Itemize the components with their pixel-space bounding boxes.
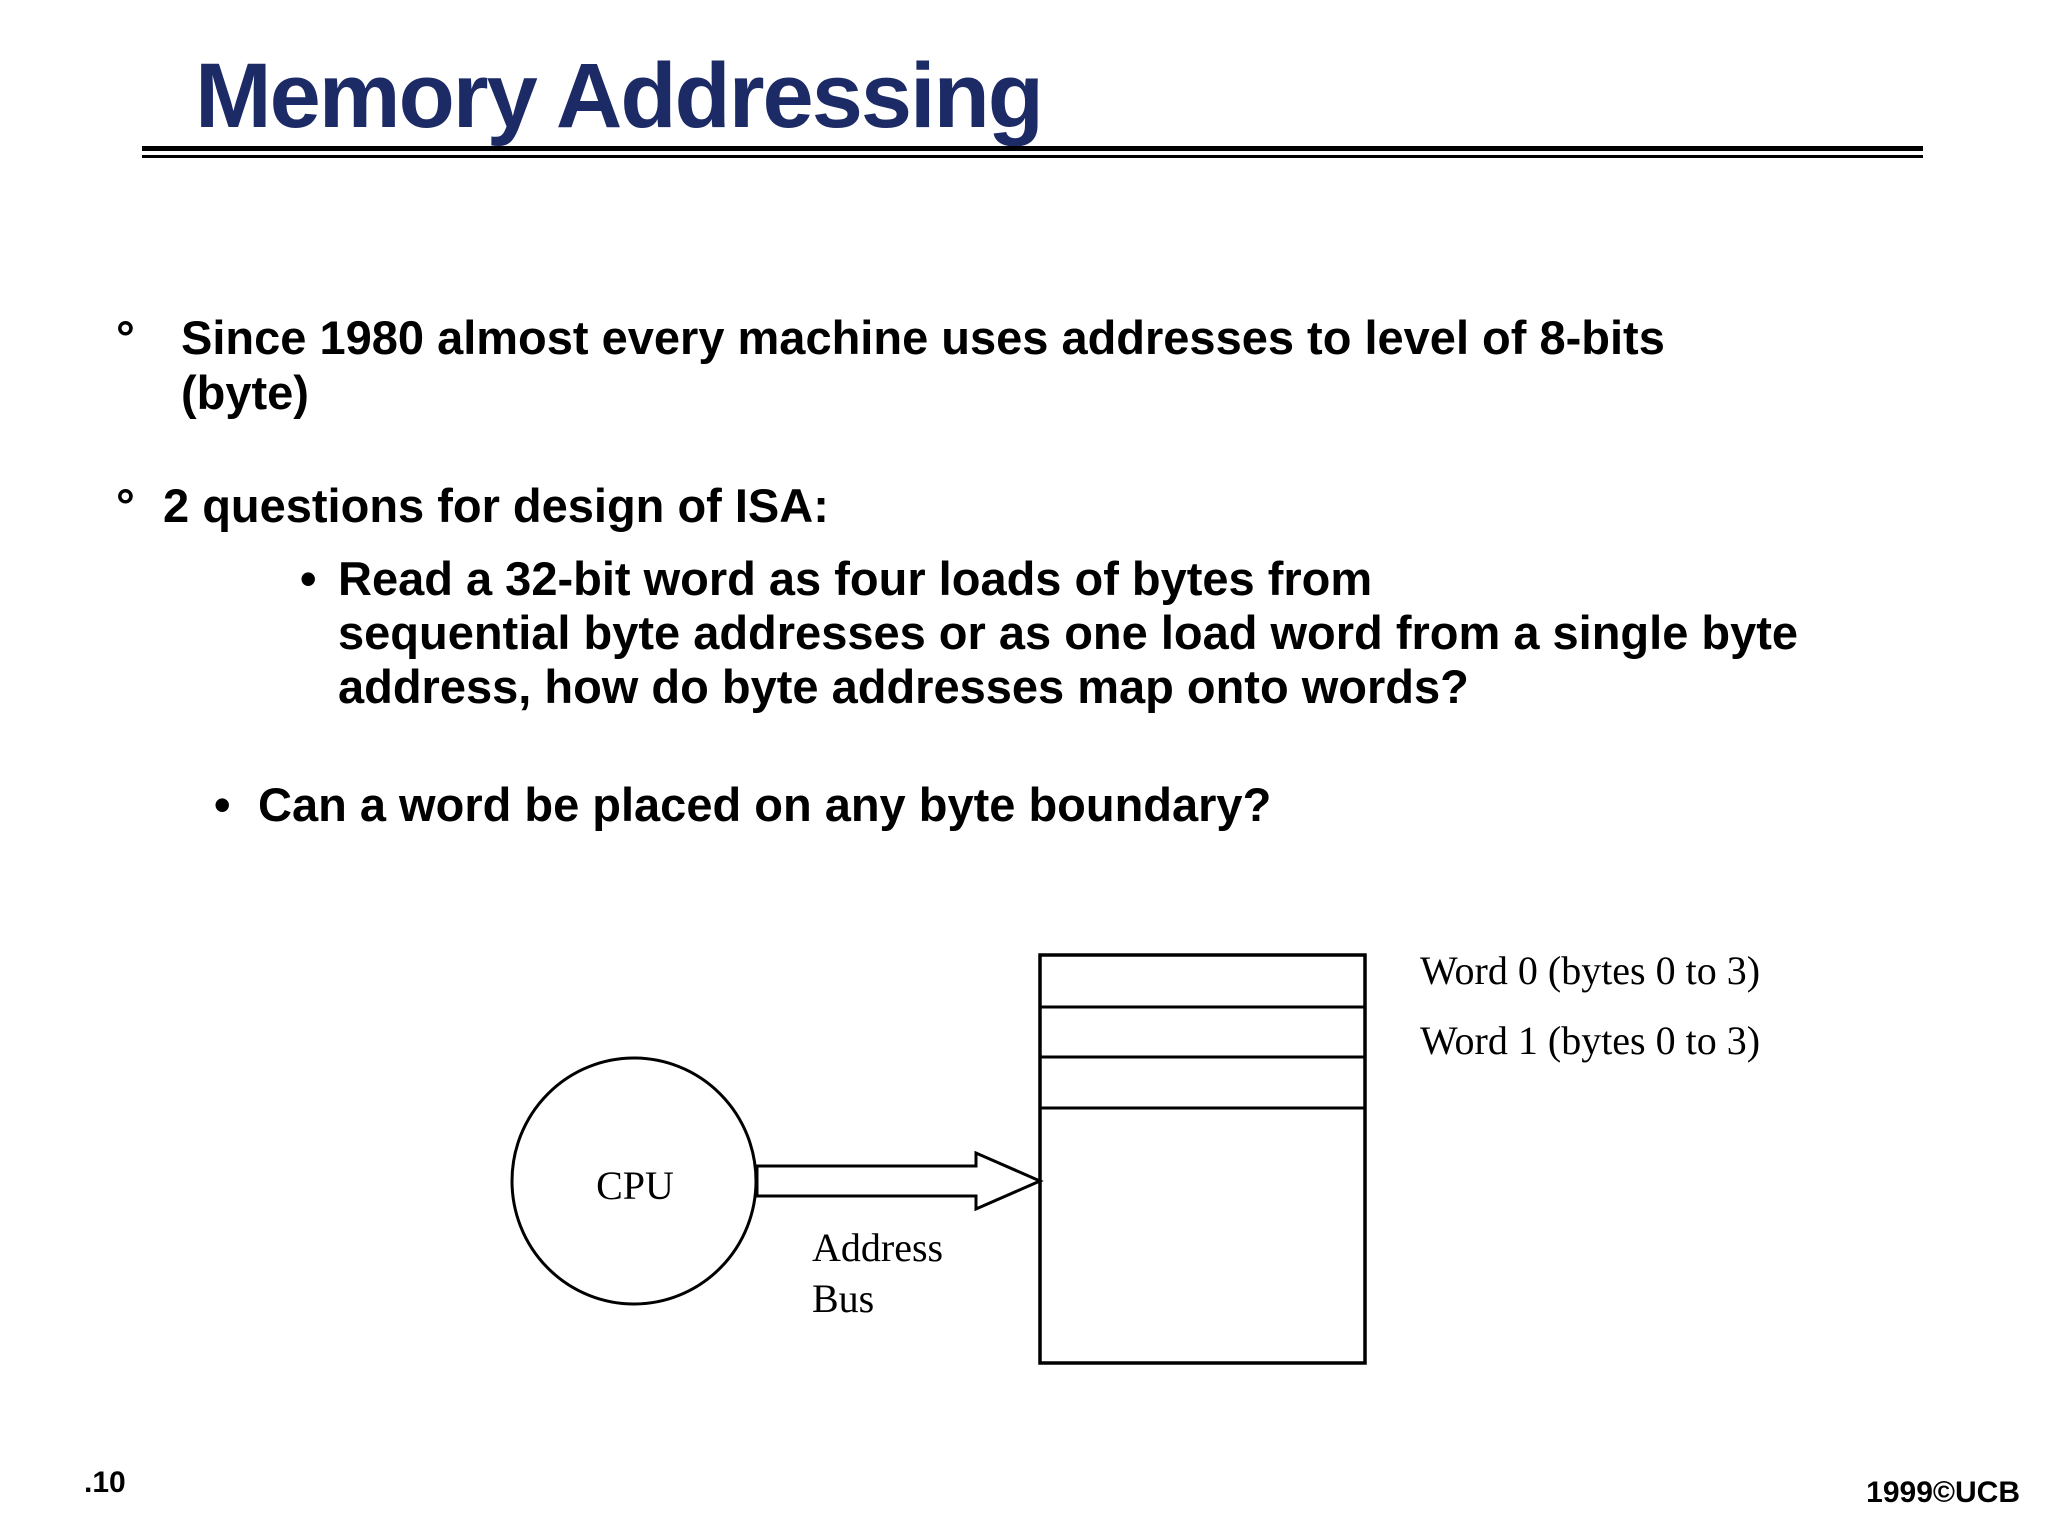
- title-underline-thick: [142, 146, 1923, 151]
- bullet-line: Since 1980 almost every machine uses add…: [181, 311, 1665, 364]
- cpu-label: CPU: [596, 1163, 674, 1208]
- degree-bullet-icon: °: [116, 479, 135, 532]
- word0-label: Word 0 (bytes 0 to 3): [1420, 948, 1761, 993]
- subbullet-word-boundary: Can a word be placed on any byte boundar…: [258, 778, 1272, 831]
- page-title: Memory Addressing: [195, 45, 1044, 147]
- bullet-since-1980: Since 1980 almost every machine uses add…: [181, 310, 1665, 420]
- memory-box: [1038, 953, 1367, 1365]
- bullet-line: (byte): [181, 366, 309, 419]
- dot-bullet-icon: •: [300, 552, 317, 605]
- copyright: 1999©UCB: [1866, 1476, 2020, 1509]
- address-bus-label: Address Bus: [812, 1222, 943, 1324]
- address-bus-arrow: [755, 1150, 1044, 1212]
- address-bus-label-line: Address: [812, 1225, 944, 1270]
- dot-bullet-icon: •: [214, 778, 231, 831]
- title-underline-thin: [142, 155, 1923, 158]
- subbullet-read-word: Read a 32-bit word as four loads of byte…: [338, 552, 1798, 714]
- degree-bullet-icon: °: [116, 311, 135, 364]
- page-number: .10: [84, 1466, 126, 1499]
- address-bus-label-line: Bus: [812, 1276, 875, 1321]
- subbullet-line: address, how do byte addresses map onto …: [338, 660, 1469, 713]
- subbullet-line: Read a 32-bit word as four loads of byte…: [338, 552, 1373, 605]
- bullet-2-questions: 2 questions for design of ISA:: [163, 479, 829, 532]
- subbullet-line: sequential byte addresses or as one load…: [338, 606, 1799, 659]
- word1-label: Word 1 (bytes 0 to 3): [1420, 1018, 1761, 1063]
